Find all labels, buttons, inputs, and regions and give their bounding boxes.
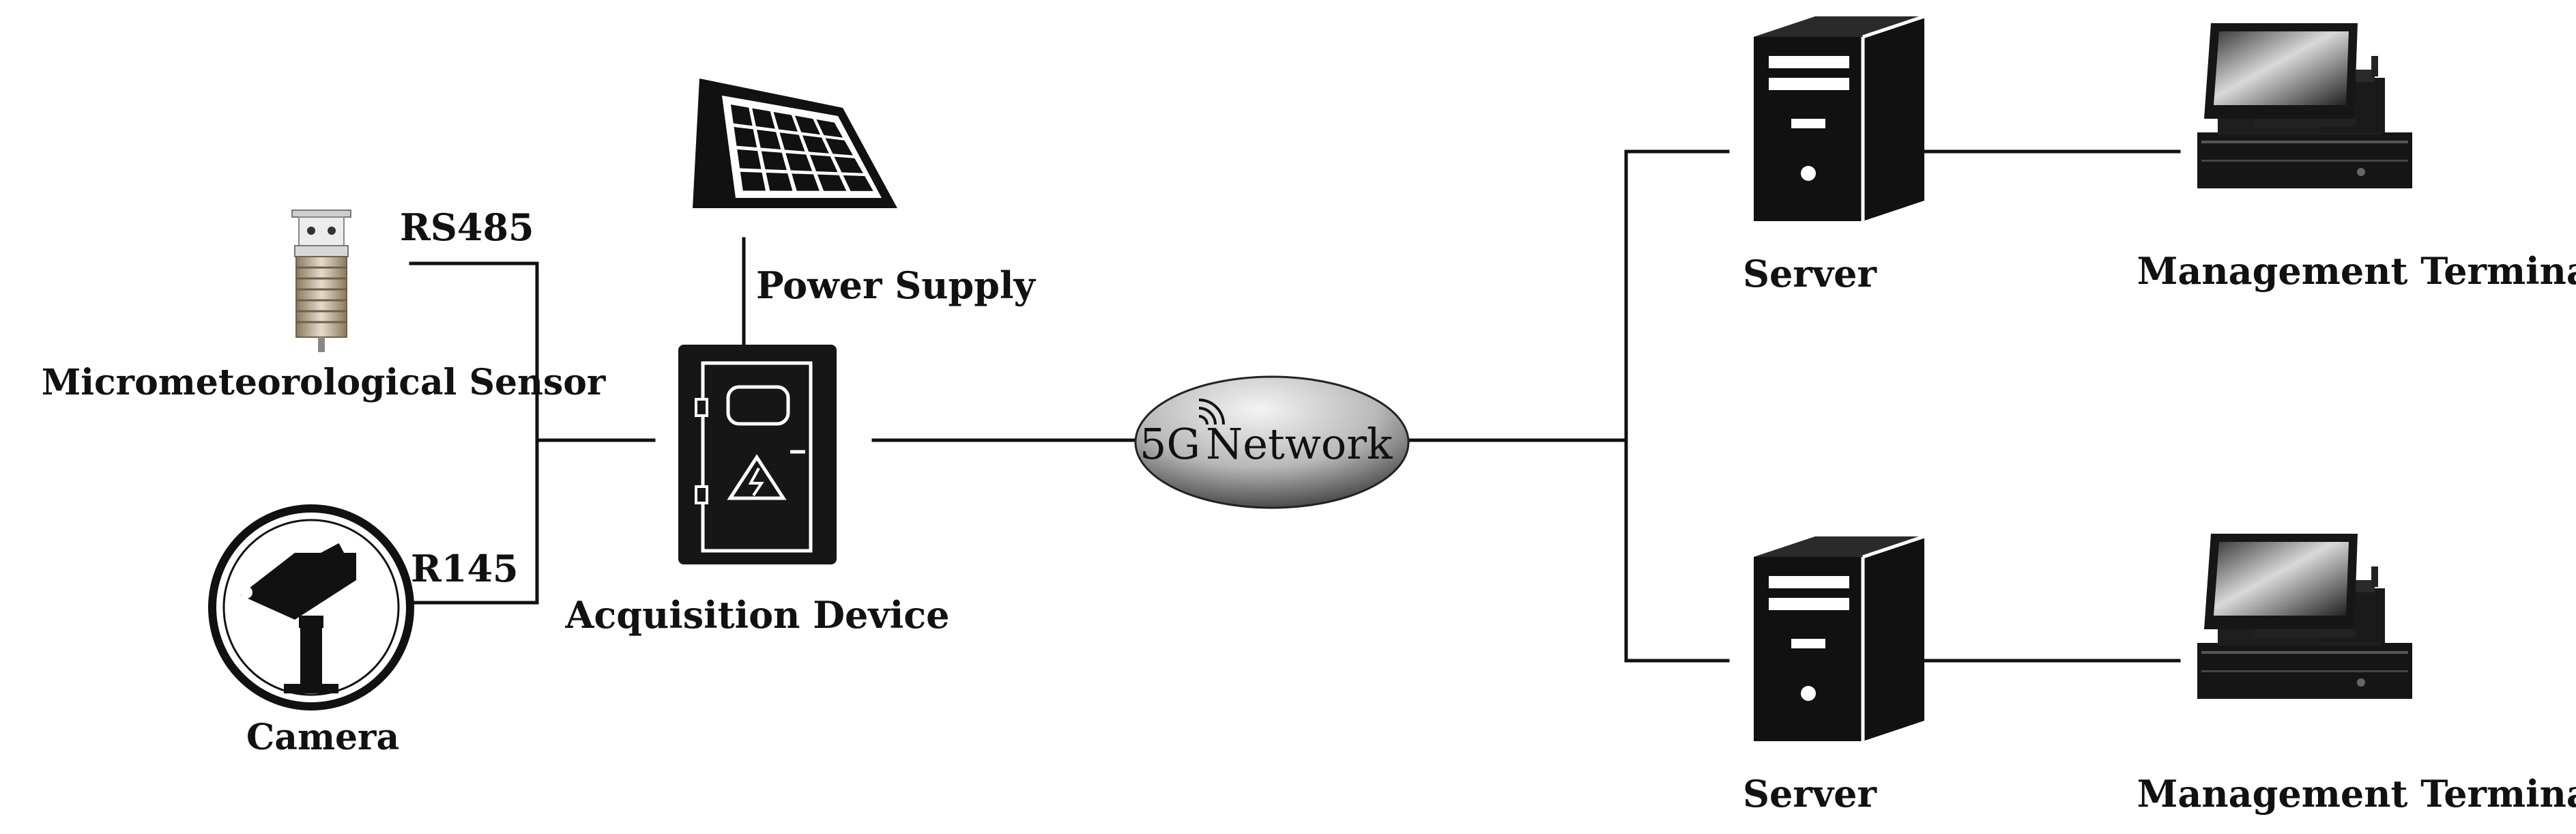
pos-terminal-icon	[2197, 534, 2412, 699]
solar-cell	[773, 112, 798, 132]
management-terminal-bottom-label: Management Terminal	[2137, 772, 2576, 816]
solar-cell	[834, 156, 863, 173]
cctv-camera-icon	[208, 504, 414, 710]
electrical-cabinet-icon	[678, 345, 837, 564]
solar-cell	[816, 119, 843, 138]
server-bus	[1624, 149, 1730, 663]
solar-cell	[737, 149, 762, 169]
solar-cell	[802, 135, 829, 154]
solar-cell	[843, 175, 873, 191]
rs485-link	[409, 261, 539, 442]
solar-cell	[779, 132, 805, 152]
server-bottom-label: Server	[1743, 772, 1877, 816]
weather-station-icon	[291, 210, 351, 352]
solar-cell	[794, 115, 821, 135]
rs485-label: RS485	[400, 205, 534, 249]
server-tower-icon	[1754, 536, 1924, 741]
sensor-label: Micrometeorological Sensor	[42, 362, 606, 403]
server-tower-icon	[1754, 16, 1924, 221]
server-top-label: Server	[1743, 252, 1877, 296]
solar-cell	[817, 174, 847, 191]
acquisition-device-label: Acquisition Device	[564, 593, 949, 637]
solar-cell	[785, 153, 813, 171]
pos-terminal-icon	[2197, 23, 2412, 188]
solar-cell	[734, 126, 757, 148]
management-terminal-top-label: Management Terminal	[2137, 249, 2576, 293]
solar-cell	[825, 138, 853, 156]
camera-label: Camera	[246, 717, 399, 758]
solar-cell	[809, 154, 838, 173]
network-5g-label: 5G	[1140, 419, 1200, 469]
solar-cell	[757, 130, 781, 149]
network-cloud-icon	[1134, 375, 1410, 509]
power-supply-label: Power Supply	[756, 263, 1037, 307]
r145-link	[409, 438, 539, 605]
solar-cell	[740, 171, 766, 191]
solar-cell	[752, 108, 775, 129]
solar-cells	[730, 104, 873, 191]
network-word-label: Network	[1206, 419, 1393, 469]
solar-cell	[730, 104, 753, 126]
solar-cell	[792, 173, 820, 191]
solar-cell	[761, 151, 787, 171]
connection-lines	[409, 149, 2181, 663]
solar-cell	[766, 173, 793, 191]
r145-label: R145	[411, 547, 519, 590]
solar-panel-icon	[693, 78, 897, 208]
